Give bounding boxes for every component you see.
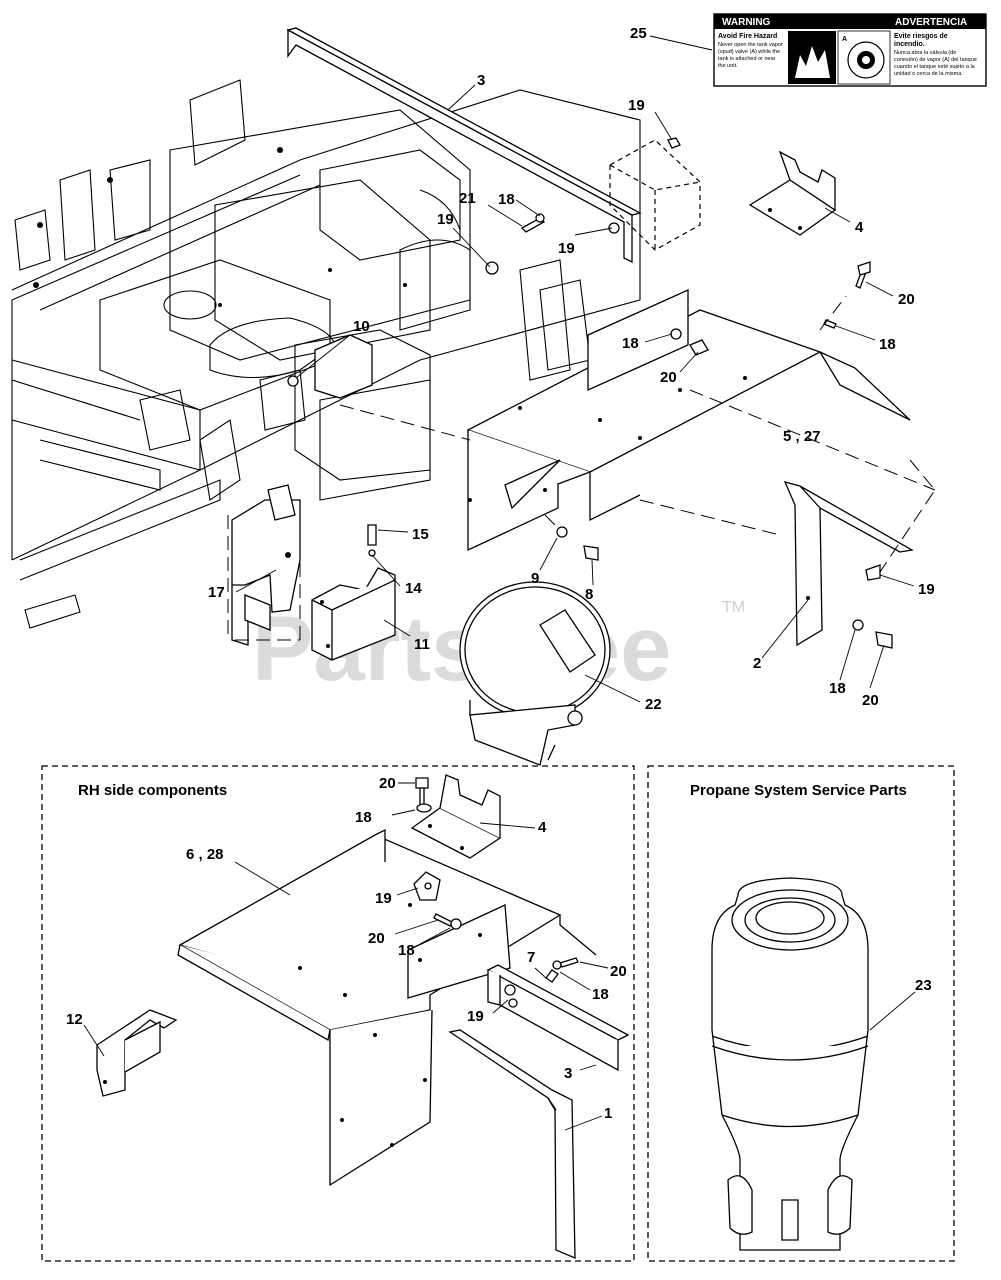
callout-22: 22 [645,696,662,713]
callout-5-27: 5 , 27 [783,428,821,445]
callout-4: 4 [855,219,864,236]
callout-6-28: 6 , 28 [186,846,224,863]
part-12-bracket [96,1009,178,1097]
callout-20: 20 [610,963,627,980]
svg-text:Nunca abra la válvula (de: Nunca abra la válvula (de [894,50,956,56]
svg-text:unidad o cerca de la misma.: unidad o cerca de la misma. [894,71,963,77]
callout-18: 18 [829,680,846,697]
callout-21: 21 [459,190,476,207]
part-11-cover [311,567,396,661]
part-5-tray [466,288,911,552]
callout-18: 18 [498,191,515,208]
svg-text:Evite riesgos de: Evite riesgos de [894,33,948,40]
propane-panel-title: Propane System Service Parts [690,782,907,799]
propane-panel: Propane System Service Parts 23 [647,765,955,1262]
callout-15: 15 [412,526,429,543]
callout-19: 19 [558,240,575,257]
advertencia-header: ADVERTENCIA [895,17,967,28]
callout-3: 3 [477,72,485,89]
callout-12: 12 [66,1011,83,1028]
rh-side-panel: RH side components [41,765,635,1262]
svg-text:conexión) de vapor (A) del tan: conexión) de vapor (A) del tanque [894,57,977,63]
callout-19: 19 [375,890,392,907]
part-3-bar [286,27,642,264]
callout-18: 18 [398,942,415,959]
callout-1: 1 [604,1105,612,1122]
callout-9: 9 [531,570,539,587]
callout-25: 25 [630,25,647,42]
callout-8: 8 [585,586,593,603]
part-17-bracket [227,484,301,646]
callout-20: 20 [898,291,915,308]
assembly-lines-top [339,295,936,573]
part-2-brace [783,481,914,647]
warning-header: WARNING [722,17,771,28]
callout-18: 18 [355,809,372,826]
mower-frame [11,79,641,629]
callout-14: 14 [405,580,422,597]
callout-20: 20 [660,369,677,386]
part-1-brace [448,1029,576,1259]
callout-19: 19 [437,211,454,228]
warning-title-en: Avoid Fire Hazard [718,33,777,40]
svg-text:A: A [842,36,847,43]
callout-20: 20 [379,775,396,792]
part-23-propane-tank [711,877,869,1251]
callout-4: 4 [538,819,547,836]
part-22-clamp [459,581,611,766]
callout-11: 11 [414,636,430,653]
callout-18: 18 [592,986,609,1003]
svg-text:(spud) valve (A) while the: (spud) valve (A) while the [718,49,780,55]
svg-text:tank is attached or near: tank is attached or near [718,56,776,62]
rh-panel-title: RH side components [78,782,227,799]
fire-icon [795,46,830,78]
watermark-tm: TM [722,599,745,616]
callouts-top: 25 3 19 21 18 19 19 4 20 18 18 20 10 5 ,… [208,25,935,713]
svg-text:cuando el tanque esté sujeto a: cuando el tanque esté sujeto a la [894,64,976,70]
callout-19: 19 [628,97,645,114]
callout-20: 20 [368,930,385,947]
tank-outline-box [609,139,701,251]
callout-19: 19 [918,581,935,598]
part-4-bracket [748,150,837,236]
hardware-top [367,137,893,649]
warning-decal: WARNING ADVERTENCIA Avoid Fire Hazard Ne… [713,13,987,87]
svg-text:the unit.: the unit. [718,63,738,69]
callout-3: 3 [564,1065,572,1082]
callout-7: 7 [527,949,535,966]
callout-17: 17 [208,584,225,601]
callout-10: 10 [353,318,370,335]
svg-text:Never open the tank vapor: Never open the tank vapor [718,42,783,48]
callout-2: 2 [753,655,761,672]
callout-20: 20 [862,692,879,709]
svg-text:incendio.: incendio. [894,41,925,48]
callout-18: 18 [879,336,896,353]
leader-lines-top [235,35,915,703]
callout-18: 18 [622,335,639,352]
callout-23: 23 [915,977,932,994]
callout-19: 19 [467,1008,484,1025]
